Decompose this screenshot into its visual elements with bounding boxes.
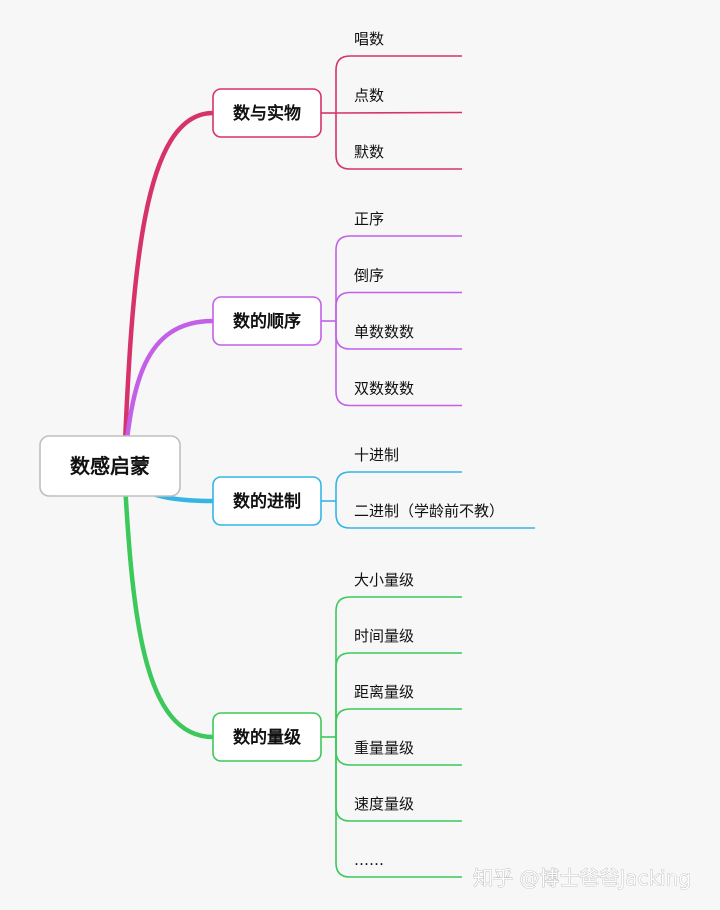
leaf-label: 默数 <box>354 143 384 161</box>
leaf-label: 速度量级 <box>354 795 414 813</box>
root-box <box>39 435 181 497</box>
leaf-label: 倒序 <box>354 267 384 285</box>
leaf-label: 唱数 <box>354 30 384 48</box>
branch-box <box>212 712 322 762</box>
leaf-label: 重量量级 <box>354 739 414 757</box>
leaf-connector <box>335 501 535 529</box>
branch-connectors <box>121 55 535 878</box>
branch-node: 数与实物 <box>212 88 322 138</box>
branch-label: 数与实物 <box>233 103 301 124</box>
leaf-label: 时间量级 <box>354 627 414 645</box>
leaf-label: 十进制 <box>354 446 399 464</box>
branch-node: 数的进制 <box>212 476 322 526</box>
leaf-connector <box>335 596 462 737</box>
branch-box <box>212 296 322 346</box>
branch-box <box>212 88 322 138</box>
leaf-label: 单数数数 <box>354 323 414 341</box>
leaf-connector <box>335 652 462 737</box>
root-connector <box>121 463 216 740</box>
leaf-connector <box>335 235 462 321</box>
leaf-label: 双数数数 <box>354 380 414 398</box>
root-label: 数感启蒙 <box>70 454 150 478</box>
watermark: 知乎 @博士爸爸Jacking <box>473 866 692 891</box>
leaf-label: 大小量级 <box>354 571 414 589</box>
leaf-connector <box>335 321 462 407</box>
leaf-connector <box>335 737 462 878</box>
branch-node: 数的顺序 <box>212 296 322 346</box>
watermark-text: 知乎 @博士爸爸Jacking <box>473 866 691 890</box>
branch-label: 数的进制 <box>233 491 301 512</box>
leaf-label: 正序 <box>354 210 384 228</box>
leaf-connector <box>335 291 462 321</box>
leaf-connector <box>335 471 462 501</box>
leaf-label: …… <box>354 851 384 869</box>
root-node: 数感启蒙 <box>39 435 181 497</box>
branch-label: 数的顺序 <box>233 311 301 332</box>
leaf-label: 二进制（学龄前不教） <box>354 502 504 520</box>
leaf-connector <box>335 111 463 114</box>
branch-label: 数的量级 <box>233 727 301 748</box>
branch-node: 数的量级 <box>212 712 322 762</box>
leaf-label: 距离量级 <box>354 683 414 701</box>
leaf-connector <box>335 708 462 737</box>
leaf-label: 点数 <box>354 87 384 105</box>
root-connector <box>121 110 216 469</box>
leaf-connector <box>335 113 462 170</box>
leaf-connector <box>335 55 462 113</box>
branch-box <box>212 476 322 526</box>
